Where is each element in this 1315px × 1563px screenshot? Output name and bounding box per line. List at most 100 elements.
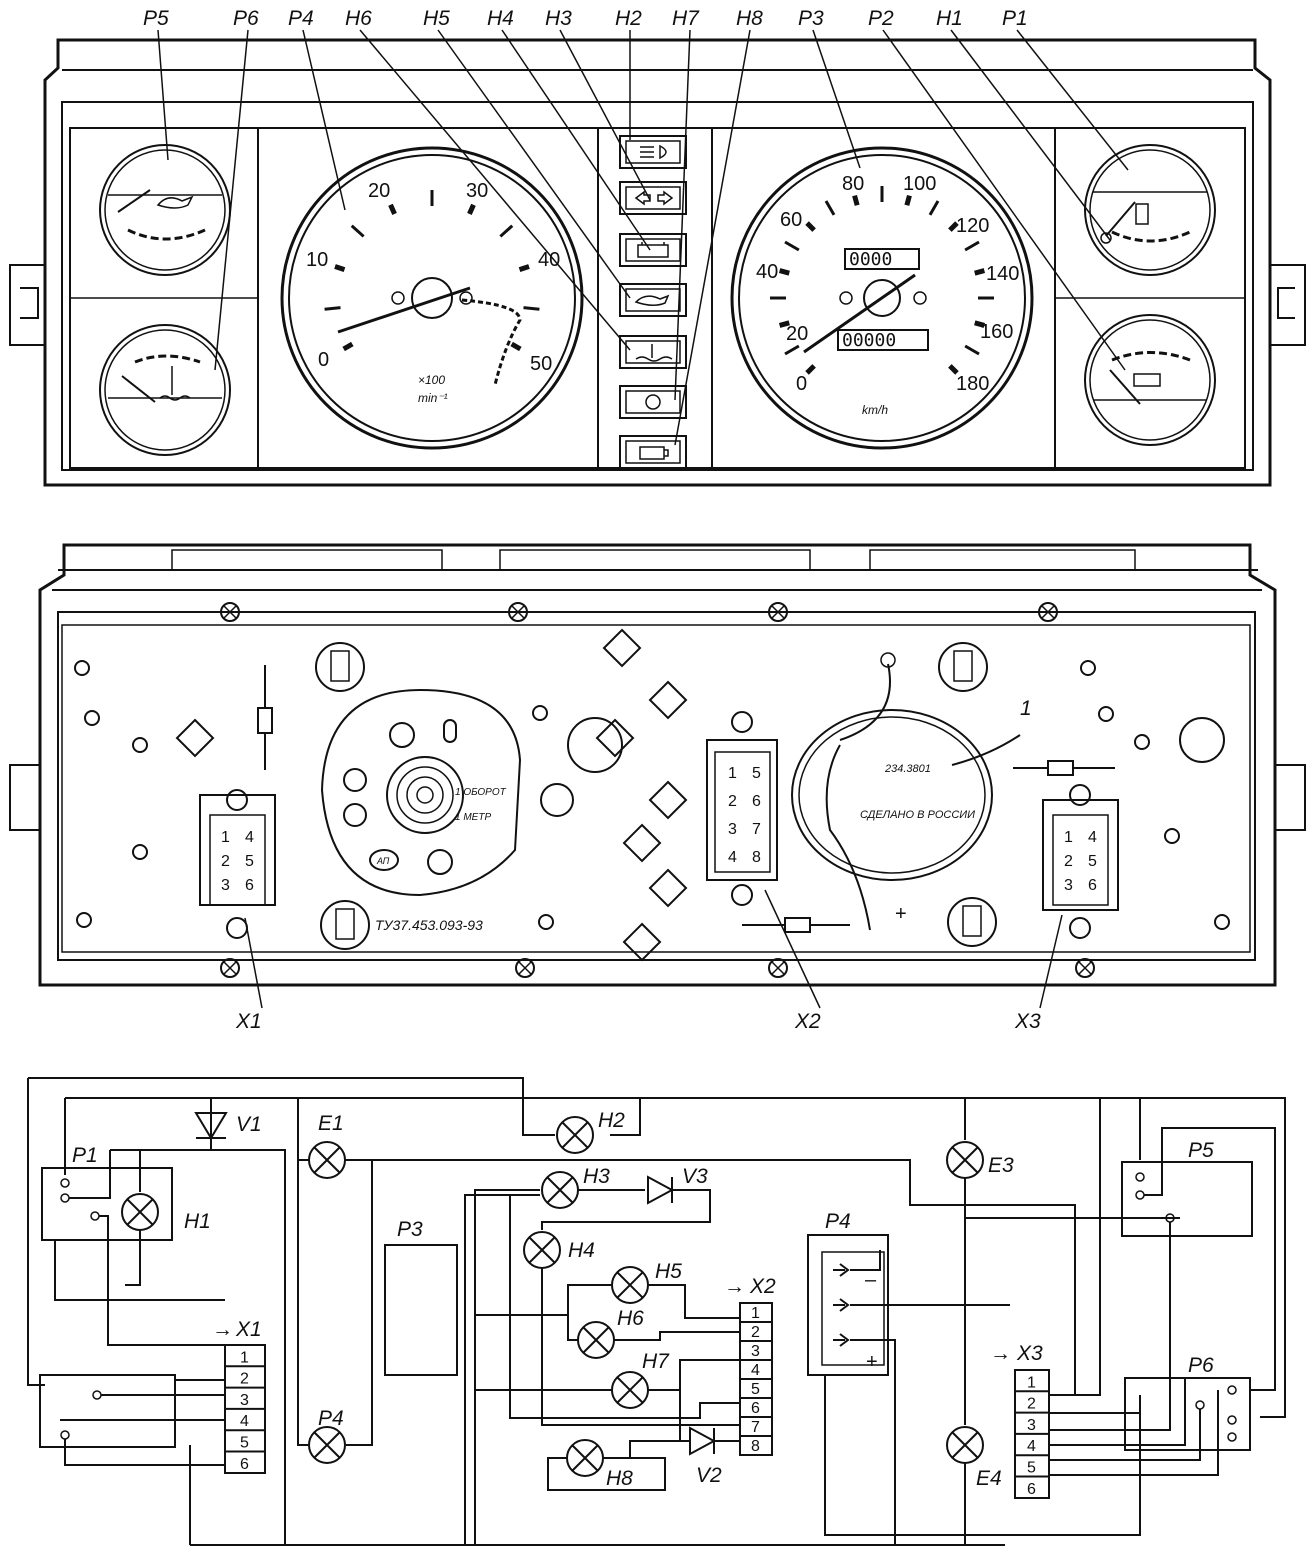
x2r-pin7: 7	[752, 821, 761, 838]
lamp-socket	[175, 718, 215, 758]
tacho-tick	[499, 224, 514, 238]
round-socket	[1179, 717, 1225, 763]
round-socket	[567, 717, 623, 773]
block-P4: P4 – +	[807, 1210, 1010, 1545]
speedo-scale-160: 160	[980, 321, 1013, 343]
speedo-tick	[784, 240, 800, 252]
tacho-tick	[510, 341, 522, 352]
tacho-scale-30: 30	[466, 180, 488, 202]
callout-H7: H7	[672, 7, 700, 30]
tachometer: 0 10 20 30 40 50 ×100 min⁻¹	[280, 146, 584, 450]
label-X3-arrow: →	[990, 1342, 1011, 1365]
lamp-H5: H5	[611, 1260, 682, 1304]
connector-x3-rear: 1 2 3 4 5 6	[1042, 784, 1119, 939]
x3-pin: 3	[1027, 1417, 1036, 1434]
label-V1: V1	[236, 1113, 262, 1136]
x1r-pin2: 2	[221, 853, 230, 870]
speedo-scale-60: 60	[780, 209, 802, 231]
x3-pin: 2	[1027, 1396, 1036, 1413]
voltmeter-gauge	[1084, 314, 1216, 446]
tachometer-body: 234.3801 СДЕЛАНО В РОССИИ 1 +	[791, 652, 1032, 931]
speedo-scale-0: 0	[796, 373, 807, 395]
label-V2: V2	[696, 1464, 722, 1487]
rear-holes	[74, 628, 1230, 962]
speedo-scale-140: 140	[986, 263, 1019, 285]
tacho-tick	[350, 224, 365, 238]
mount-hole	[84, 710, 100, 726]
x1r-pin6: 6	[245, 877, 254, 894]
lamp-E3: E3	[946, 1141, 1014, 1179]
lamp-socket	[622, 922, 662, 962]
mount-hole	[315, 642, 365, 692]
label-X3-schem: X3	[1016, 1342, 1043, 1365]
label-E2: P4	[318, 1407, 344, 1430]
x3-pin: 1	[1027, 1374, 1036, 1391]
diode-V1: V1	[194, 1098, 262, 1150]
block-P5: P5	[1049, 1098, 1276, 1431]
label-V3: V3	[682, 1165, 708, 1188]
label-X2: X2	[794, 1010, 821, 1033]
rear-plus: +	[895, 903, 907, 925]
x3r-pin5: 5	[1088, 853, 1097, 870]
callout-H3: H3	[545, 7, 572, 30]
x1r-pin3: 3	[221, 877, 230, 894]
tacho-tick	[523, 306, 540, 311]
tacho-tick	[388, 203, 397, 215]
callout-P1: P1	[1002, 7, 1028, 30]
lamp-socket	[648, 680, 688, 720]
marking-sensor-2: 1 МЕТР	[455, 812, 491, 823]
callout-P2: P2	[868, 7, 894, 30]
screw-icon	[768, 958, 788, 978]
screw-icon	[1038, 602, 1058, 622]
x1r-pin1: 1	[221, 829, 230, 846]
label-H6: H6	[617, 1307, 644, 1330]
x3r-pin2: 2	[1064, 853, 1073, 870]
connector-x1-rear: 1 2 3 4 5 6	[199, 789, 276, 939]
mount-hole	[938, 642, 988, 692]
label-E3: E3	[988, 1154, 1014, 1177]
lamp-E4: E4	[946, 1426, 1002, 1490]
speedo-scale-180: 180	[956, 373, 989, 395]
x3r-pin4: 4	[1088, 829, 1097, 846]
tacho-made: СДЕЛАНО В РОССИИ	[860, 809, 975, 821]
callout-P6: P6	[233, 7, 259, 30]
label-H3: H3	[583, 1165, 610, 1188]
x3-pin: 5	[1027, 1460, 1036, 1477]
label-E4: E4	[976, 1467, 1002, 1490]
x3r-pin3: 3	[1064, 877, 1073, 894]
callout-H2: H2	[615, 7, 642, 30]
warning-lamps	[619, 135, 687, 469]
screw-icon	[515, 958, 535, 978]
callout-H6: H6	[345, 7, 372, 30]
tacho-code: 234.3801	[884, 763, 931, 775]
speedo-tick	[852, 194, 860, 206]
x1-pin: 1	[240, 1349, 249, 1366]
mount-hole	[320, 900, 370, 950]
mount-hole	[132, 844, 148, 860]
x1r-pin5: 5	[245, 853, 254, 870]
lamp-H8: H8	[566, 1439, 633, 1490]
callout-H8: H8	[736, 7, 763, 30]
lamp-socket	[622, 823, 662, 863]
marking-main: ТУ37.453.093-93	[375, 917, 483, 933]
label-X1: X1	[235, 1010, 262, 1033]
speedo-unit: km/h	[862, 403, 888, 417]
speedo-tick	[778, 268, 790, 276]
fuel-gauge	[1084, 144, 1216, 276]
tacho-tick	[342, 341, 354, 352]
x2-pin: 5	[751, 1381, 760, 1398]
lamp-H3: H3	[541, 1165, 610, 1209]
label-H2: H2	[598, 1109, 625, 1132]
speedo-tick	[928, 200, 940, 216]
x2r-pin6: 6	[752, 793, 761, 810]
mount-hole	[1134, 734, 1150, 750]
speedometer: 0 20 40 60 80 100 120 140 160 180 0000 0…	[730, 146, 1034, 450]
screw-icon	[220, 958, 240, 978]
speedo-tick	[904, 194, 912, 206]
lamp-socket	[648, 780, 688, 820]
tacho-scale-20: 20	[368, 180, 390, 202]
x2-pin: 7	[751, 1419, 760, 1436]
round-socket	[540, 783, 574, 817]
